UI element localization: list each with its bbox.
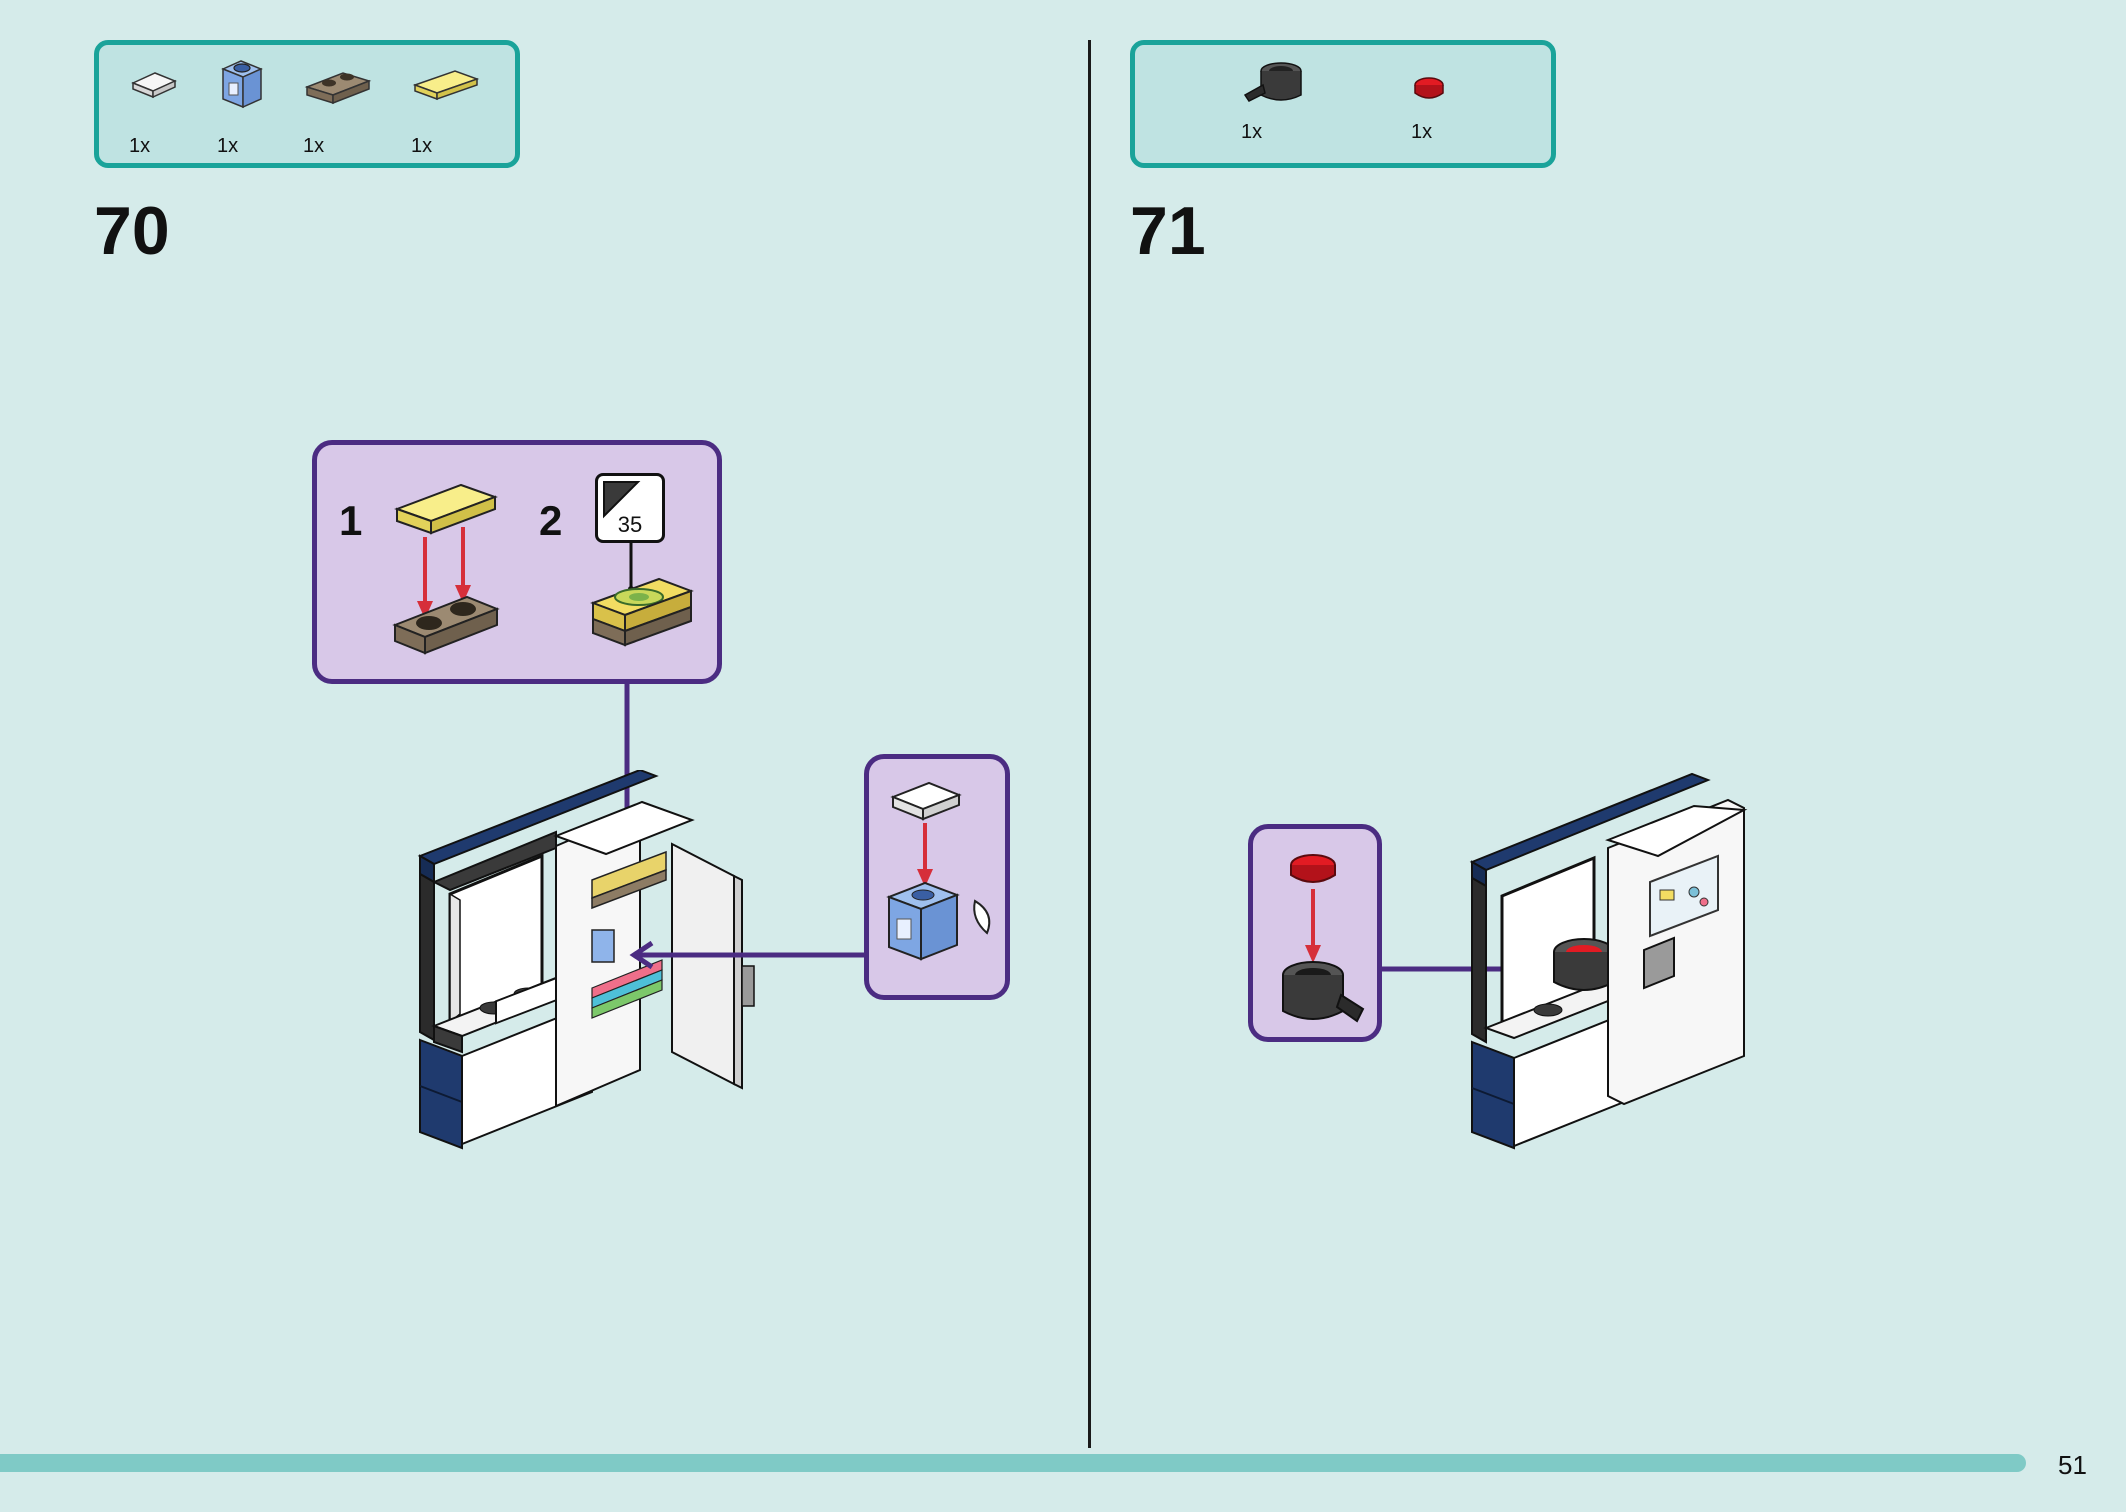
substep-label-1: 1: [339, 497, 363, 544]
blue-printed-brick-1x1-icon: [221, 60, 263, 109]
part-blue-brick: 1x: [217, 55, 297, 157]
pot-callout: [1248, 824, 1382, 1042]
red-round-tile-icon: [1414, 77, 1444, 99]
step-number-70: 70: [94, 193, 170, 269]
tan-plate-1x2-icon: [304, 72, 372, 105]
part-qty: 1x: [217, 135, 239, 157]
part-qty: 1x: [411, 135, 433, 157]
parts-list-step-71: 1x 1x: [1130, 40, 1556, 168]
parts-list-step-70: 1x 1x 1x 1x: [94, 40, 520, 168]
kitchen-model-step-71: [1469, 772, 1748, 1150]
part-qty: 1x: [303, 135, 325, 157]
footer-progress-bar: [0, 1454, 2026, 1472]
black-pot-icon: [1243, 62, 1302, 102]
part-white-tile: 1x: [129, 63, 209, 163]
substep-1-illustration: [392, 483, 500, 655]
brick-arrow: [629, 940, 864, 970]
page-number: 51: [2058, 1450, 2087, 1480]
yellow-tile-1x2-icon: [412, 70, 480, 101]
white-tile-1x1-icon: [131, 72, 177, 99]
page-divider: [1088, 40, 1091, 1448]
substep-2-illustration: [590, 543, 694, 647]
part-qty: 1x: [129, 135, 151, 157]
brick-callout: [864, 754, 1010, 1000]
sticker-number: 35: [617, 512, 643, 537]
sticker-sheet-icon: 35: [595, 473, 665, 543]
part-black-pot: 1x: [1241, 57, 1321, 157]
part-qty: 1x: [1241, 121, 1263, 143]
part-tan-plate: 1x: [303, 63, 383, 163]
kitchen-model-step-70: [417, 770, 755, 1150]
step-number-71: 71: [1130, 193, 1206, 269]
part-qty: 1x: [1411, 121, 1433, 143]
substep-label-2: 2: [539, 497, 563, 544]
part-yellow-tile: 1x: [411, 63, 491, 163]
subassembly-callout: 1 2 35: [312, 440, 722, 684]
part-red-round-tile: 1x: [1411, 75, 1491, 175]
